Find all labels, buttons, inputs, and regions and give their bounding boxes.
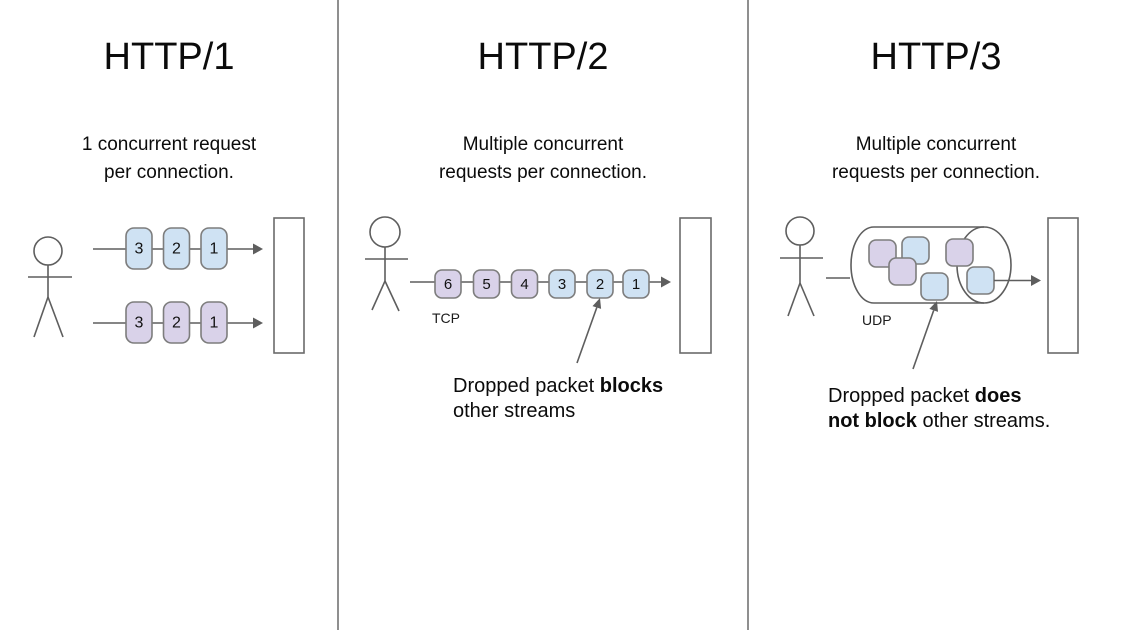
http2-dropped-packet-caption: Dropped packet blocks other streams [453, 374, 713, 424]
caption-text: other streams [453, 400, 576, 422]
packet-box [472, 269, 501, 299]
http2-title: HTTP/2 [477, 36, 609, 78]
packet-label: 1 [210, 241, 219, 258]
http2-client-figure-icon [365, 216, 408, 312]
packet-label: 1 [632, 276, 640, 293]
http2-dropped-packet-arrow [576, 298, 602, 364]
packet-box [434, 269, 462, 299]
http1-subtitle-line2: per connection. [104, 162, 234, 183]
packet-label: 1 [210, 315, 219, 332]
caption-text: Dropped packet [453, 375, 600, 397]
packet-box [510, 269, 539, 299]
packet-box [125, 301, 153, 344]
http3-subtitle-line1: Multiple concurrent [855, 134, 1017, 155]
arrow-right-icon [253, 317, 263, 329]
http1-diagram: 3 2 1 3 2 1 [28, 217, 305, 354]
http2-subtitle: Multiple concurrent requests per connect… [343, 131, 743, 187]
packet-box [548, 269, 576, 299]
arrow-right-icon [1031, 275, 1041, 286]
http1-request-row-1: 3 2 1 [93, 227, 263, 270]
http2-request-stream: 6 5 4 3 2 1 [410, 269, 671, 299]
http3-exit-arrow [994, 275, 1041, 286]
http1-server-box [273, 217, 305, 354]
caption-bold-text: does [974, 385, 1022, 407]
arrow-up-icon [592, 298, 602, 309]
packet-label: 4 [520, 276, 528, 293]
udp-label: UDP [862, 312, 892, 328]
http1-subtitle-line1: 1 concurrent request [81, 134, 257, 155]
http2-diagram: 6 5 4 3 2 1 [365, 216, 712, 364]
http2-subtitle-line2: requests per connection. [438, 162, 648, 183]
http3-server-box [1047, 217, 1079, 354]
packet-label: 2 [172, 315, 181, 332]
column-divider-2 [747, 0, 749, 630]
http3-packets [868, 236, 995, 301]
packet-label: 3 [558, 276, 566, 293]
http1-client-figure-icon [28, 236, 72, 338]
http3-diagram [780, 216, 1079, 370]
caption-text: other streams. [916, 410, 1051, 432]
http3-dropped-packet-caption: Dropped packet does not block other stre… [828, 384, 1098, 434]
arrow-right-icon [661, 276, 671, 288]
http3-title: HTTP/3 [870, 36, 1002, 78]
http3-subtitle: Multiple concurrent requests per connect… [750, 131, 1122, 187]
packet-box [162, 301, 191, 344]
packet-label: 2 [596, 276, 604, 293]
tcp-label: TCP [432, 310, 460, 326]
packet-box [125, 227, 153, 270]
caption-bold-text: blocks [599, 375, 664, 397]
http3-subtitle-line2: requests per connection. [831, 162, 1041, 183]
packet-box [920, 272, 949, 301]
http2-server-box [679, 217, 712, 354]
packet-label: 6 [444, 276, 452, 293]
packet-box [868, 239, 897, 268]
http1-subtitle: 1 concurrent request per connection. [0, 131, 338, 187]
caption-bold-text: not block [828, 410, 917, 432]
http3-dropped-packet-arrow [912, 301, 938, 370]
caption-text: Dropped packet [828, 385, 975, 407]
arrow-right-icon [253, 243, 263, 255]
packet-box [945, 238, 974, 267]
arrow-up-icon [929, 301, 938, 312]
http2-subtitle-line1: Multiple concurrent [462, 134, 624, 155]
packet-label: 3 [135, 241, 144, 258]
http3-client-figure-icon [780, 216, 823, 317]
packet-box [966, 266, 995, 295]
column-divider-1 [337, 0, 339, 630]
packet-box [200, 301, 228, 344]
http1-request-row-2: 3 2 1 [93, 301, 263, 344]
packet-label: 5 [482, 276, 490, 293]
packet-label: 3 [135, 315, 144, 332]
packet-label: 2 [172, 241, 181, 258]
packet-box [162, 227, 191, 270]
packet-box [622, 269, 650, 299]
packet-box [200, 227, 228, 270]
packet-box [888, 257, 917, 286]
http1-title: HTTP/1 [103, 36, 235, 78]
